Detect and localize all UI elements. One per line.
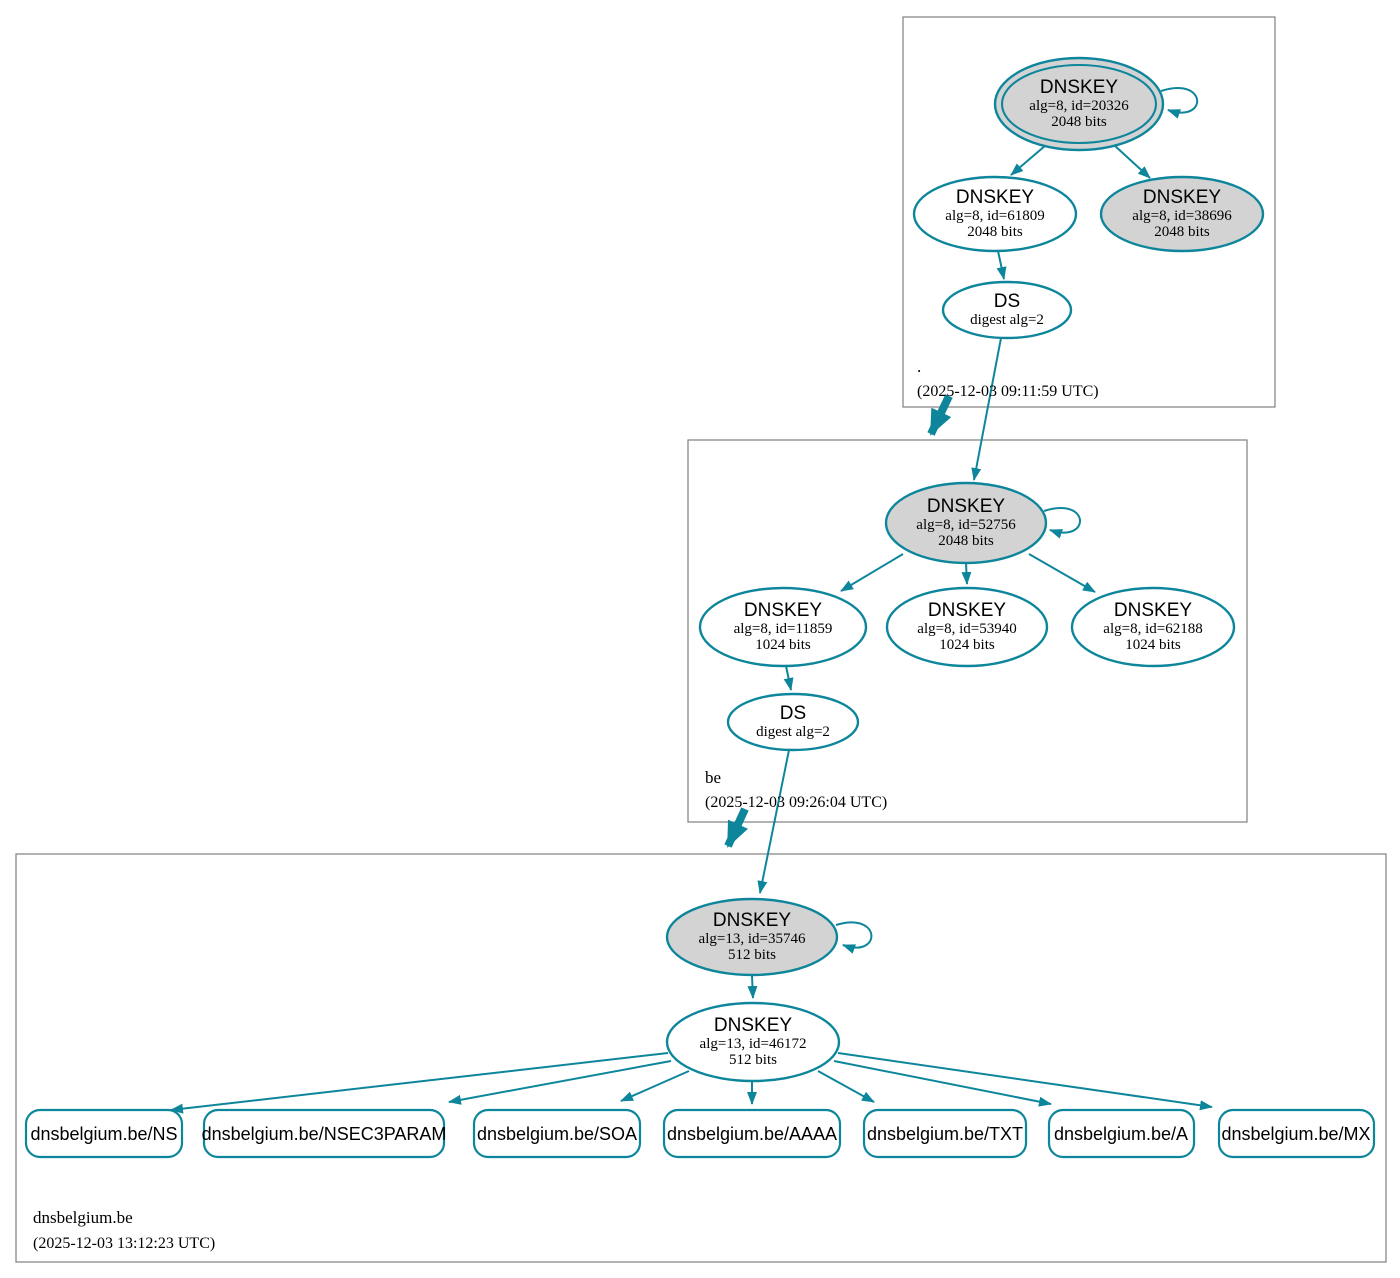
node-detail-label: alg=8, id=62188 (1103, 621, 1202, 637)
edge-zone-root-to-zone-be (927, 394, 953, 436)
zone-dnsbelgium-timestamp: (2025-12-03 13:12:23 UTC) (33, 1235, 215, 1252)
node-bits-label: 1024 bits (939, 637, 995, 653)
node-detail-label: alg=13, id=35746 (699, 931, 806, 947)
dnskey-node-root-ksk[interactable]: DNSKEY alg=8, id=20326 2048 bits (993, 56, 1165, 152)
node-bits-label: 512 bits (728, 947, 776, 963)
edge-root-ksk-to-key38696 (1113, 144, 1151, 179)
node-type-label: DNSKEY (1114, 600, 1192, 621)
dnskey-node-dnsbelgium-zsk[interactable]: DNSKEY alg=13, id=46172 512 bits (665, 1001, 841, 1083)
zone-dnsbelgium-box (15, 853, 1387, 1263)
node-bits-label: 2048 bits (938, 533, 994, 549)
rrset-label: dnsbelgium.be/TXT (867, 1124, 1023, 1144)
rrset-node-txt[interactable]: dnsbelgium.be/TXT (862, 1108, 1028, 1159)
node-detail-label: digest alg=2 (970, 312, 1044, 328)
node-bits-label: 2048 bits (967, 224, 1023, 240)
rrset-node-nsec3param[interactable]: dnsbelgium.be/NSEC3PARAM (202, 1108, 447, 1159)
edge-zsk-to-rrset-txt (817, 1070, 875, 1103)
edge-zsk-to-rrset-nsec3param (448, 1060, 672, 1105)
node-detail-label: alg=8, id=20326 (1029, 98, 1129, 114)
zone-be-label: be (705, 768, 721, 787)
edge-be-key11859-to-ds (783, 665, 794, 691)
node-type-label: DNSKEY (928, 600, 1006, 621)
edge-be-ds-to-dnsbelgium-ksk (757, 749, 790, 894)
ds-node-root[interactable]: DS digest alg=2 (941, 280, 1073, 340)
dnskey-node-be-53940[interactable]: DNSKEY alg=8, id=53940 1024 bits (885, 586, 1049, 668)
rrset-label: dnsbelgium.be/SOA (477, 1124, 637, 1144)
edges (170, 87, 1213, 1114)
zone-be-timestamp: (2025-12-03 09:26:04 UTC) (705, 794, 887, 811)
node-type-label: DNSKEY (713, 910, 791, 931)
node-detail-label: alg=8, id=52756 (916, 517, 1016, 533)
rrset-label: dnsbelgium.be/MX (1221, 1124, 1370, 1144)
zone-be: DNSKEY alg=8, id=52756 2048 bits DNSKEY … (698, 481, 1236, 811)
ds-node-be[interactable]: DS digest alg=2 (726, 692, 860, 752)
node-type-label: DNSKEY (1040, 77, 1118, 98)
zone-root-timestamp: (2025-12-03 09:11:59 UTC) (917, 383, 1099, 400)
node-detail-label: alg=8, id=53940 (917, 621, 1016, 637)
zone-be-box (687, 439, 1248, 823)
node-type-label: DS (994, 291, 1020, 312)
rrset-node-aaaa[interactable]: dnsbelgium.be/AAAA (662, 1108, 842, 1159)
node-type-label: DNSKEY (714, 1015, 792, 1036)
rrset-node-mx[interactable]: dnsbelgium.be/MX (1217, 1108, 1376, 1159)
edge-dnsbelgium-ksk-to-zsk (747, 975, 758, 999)
dnskey-node-be-11859[interactable]: DNSKEY alg=8, id=11859 1024 bits (698, 586, 868, 668)
dnskey-node-root-38696[interactable]: DNSKEY alg=8, id=38696 2048 bits (1099, 175, 1265, 253)
node-type-label: DNSKEY (956, 187, 1034, 208)
dnskey-node-dnsbelgium-ksk[interactable]: DNSKEY alg=13, id=35746 512 bits (665, 897, 839, 977)
edge-be-ksk-to-key11859 (840, 553, 904, 592)
dnskey-node-root-zsk[interactable]: DNSKEY alg=8, id=61809 2048 bits (912, 175, 1078, 253)
node-bits-label: 1024 bits (755, 637, 811, 653)
edge-zsk-to-rrset-ns (170, 1052, 669, 1114)
zone-dnsbelgium-label: dnsbelgium.be (33, 1208, 133, 1227)
edge-zsk-to-rrset-soa (620, 1070, 690, 1102)
zone-root: DNSKEY alg=8, id=20326 2048 bits DNSKEY … (912, 56, 1265, 400)
rrset-label: dnsbelgium.be/A (1054, 1124, 1188, 1144)
node-bits-label: 2048 bits (1154, 224, 1210, 240)
rrset-node-ns[interactable]: dnsbelgium.be/NS (24, 1108, 184, 1159)
node-detail-label: alg=8, id=61809 (945, 208, 1044, 224)
rrset-label: dnsbelgium.be/NS (30, 1124, 177, 1144)
edge-root-ds-to-be-ksk (971, 337, 1002, 481)
node-detail-label: digest alg=2 (756, 724, 830, 740)
node-bits-label: 512 bits (729, 1052, 777, 1068)
rrset-label: dnsbelgium.be/AAAA (667, 1124, 837, 1144)
node-detail-label: alg=8, id=11859 (734, 621, 833, 637)
node-type-label: DNSKEY (744, 600, 822, 621)
node-type-label: DNSKEY (927, 496, 1005, 517)
rrset-node-a[interactable]: dnsbelgium.be/A (1047, 1108, 1196, 1159)
zone-root-box (902, 16, 1276, 408)
zone-root-label: . (917, 357, 921, 376)
edge-be-ksk-self-loop (1043, 507, 1081, 539)
dnskey-node-be-62188[interactable]: DNSKEY alg=8, id=62188 1024 bits (1070, 586, 1236, 668)
edge-root-zsk-to-ds (996, 250, 1007, 280)
edge-dnsbelgium-ksk-self-loop (835, 921, 873, 954)
edge-root-ksk-to-zsk (1010, 144, 1047, 176)
node-detail-label: alg=13, id=46172 (700, 1036, 807, 1052)
rrset-node-soa[interactable]: dnsbelgium.be/SOA (472, 1108, 642, 1159)
edge-zsk-to-rrset-a (833, 1060, 1052, 1107)
edge-zone-be-to-zone-dnsbelgium (724, 807, 749, 848)
dnskey-node-be-ksk[interactable]: DNSKEY alg=8, id=52756 2048 bits (884, 481, 1048, 565)
rrset-label: dnsbelgium.be/NSEC3PARAM (202, 1124, 447, 1144)
node-type-label: DS (780, 703, 806, 724)
edge-root-ksk-self-loop (1160, 87, 1199, 119)
edge-be-ksk-to-key62188 (1028, 553, 1096, 593)
edge-be-ksk-to-key53940 (961, 562, 972, 585)
node-detail-label: alg=8, id=38696 (1132, 208, 1232, 224)
edge-zsk-to-rrset-mx (837, 1052, 1213, 1111)
node-type-label: DNSKEY (1143, 187, 1221, 208)
zone-dnsbelgium: DNSKEY alg=13, id=35746 512 bits DNSKEY … (24, 897, 1376, 1252)
node-bits-label: 2048 bits (1051, 114, 1107, 130)
node-bits-label: 1024 bits (1125, 637, 1181, 653)
